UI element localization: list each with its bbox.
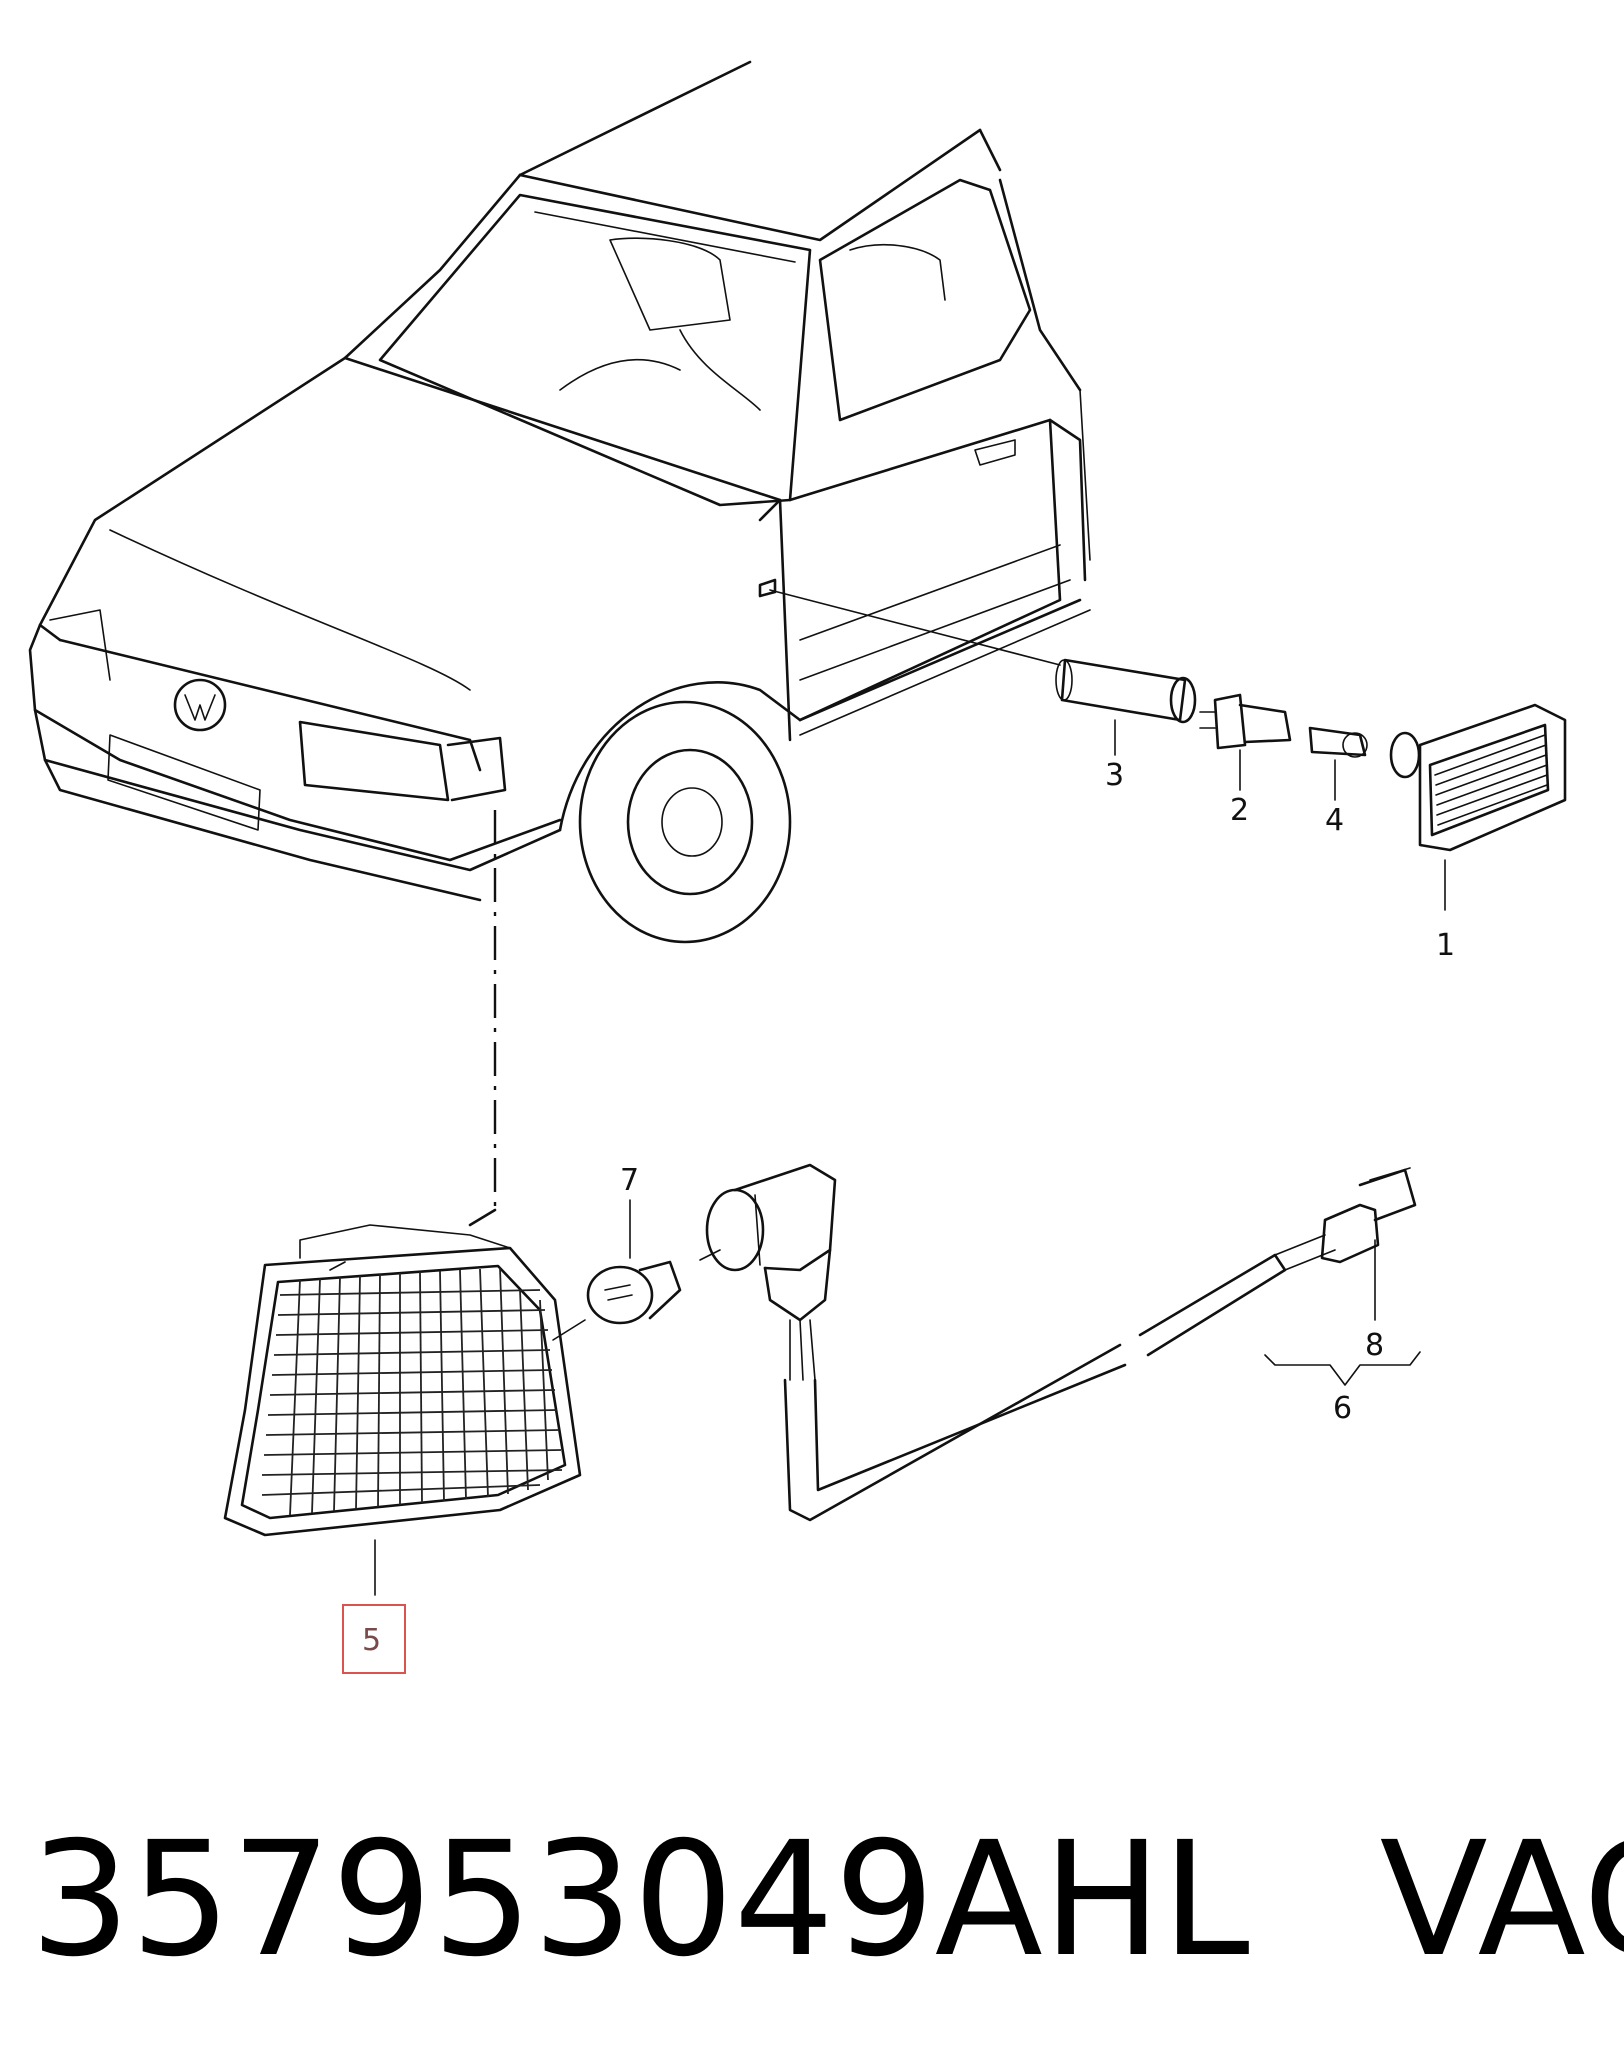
- part-4-wedge-bulb: [1308, 726, 1368, 801]
- car-illustration: [28, 60, 1091, 944]
- part-7-bulb: [586, 1199, 682, 1325]
- callout-4: 4: [1325, 803, 1344, 838]
- part-5-corner-indicator: [223, 1224, 582, 1596]
- callout-2: 2: [1230, 793, 1249, 828]
- side-marker-assembly: [1055, 658, 1567, 911]
- callout-5-highlight-box: [342, 1604, 406, 1674]
- part-number: 357953049AHL: [30, 1808, 1250, 1992]
- callout-3: 3: [1105, 758, 1124, 793]
- part-caption: 357953049AHL VAG: [30, 1800, 1624, 2000]
- brand-name: VAG: [1379, 1808, 1624, 1992]
- part-1-side-marker: [1389, 703, 1567, 911]
- leader-lines: [468, 589, 1061, 1341]
- parts-diagram: 1 2 3 4 5 6 7 8: [28, 60, 1567, 1674]
- part-3-sleeve: [1055, 658, 1197, 756]
- callout-5: 5: [362, 1623, 381, 1658]
- part-2-bulb-holder: [1199, 693, 1292, 791]
- wiring-harness: [705, 1163, 1421, 1522]
- lens-grid: [261, 1267, 563, 1516]
- callout-8: 8: [1365, 1328, 1384, 1363]
- callout-6: 6: [1333, 1391, 1352, 1426]
- callout-7: 7: [620, 1163, 639, 1198]
- callout-1: 1: [1436, 928, 1455, 963]
- callout-labels: 1 2 3 4 5 6 7 8: [342, 758, 1455, 1674]
